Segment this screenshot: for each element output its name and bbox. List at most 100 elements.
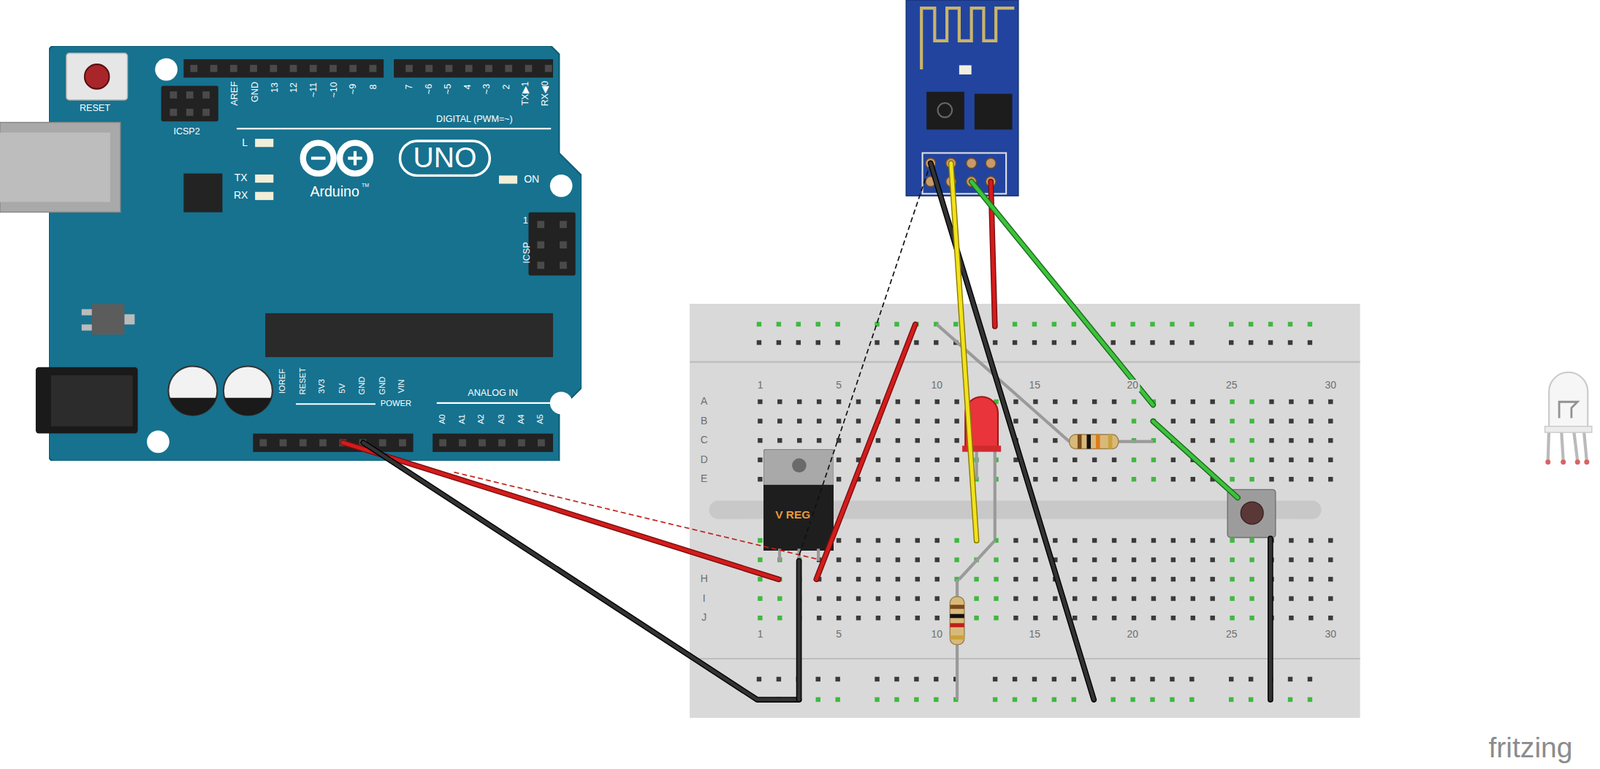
breadboard-hole	[875, 458, 881, 463]
rail-hole	[1032, 340, 1037, 345]
rail-hole	[992, 697, 998, 703]
breadboard-hole	[797, 419, 802, 424]
breadboard-hole	[1131, 419, 1137, 424]
breadboard-hole	[1013, 538, 1018, 543]
breadboard-hole	[836, 558, 841, 563]
resistor-band	[1095, 434, 1101, 450]
breadboard-hole	[954, 538, 960, 543]
rail-hole	[1012, 322, 1017, 327]
breadboard-hole	[935, 419, 940, 424]
breadboard-hole	[1171, 615, 1176, 621]
breadboard-hole	[757, 596, 763, 602]
mounting-hole	[550, 174, 573, 198]
breadboard-index: 30	[1323, 629, 1339, 641]
breadboard-hole	[1250, 538, 1255, 543]
breadboard-hole	[1033, 577, 1038, 582]
breadboard-hole	[1269, 438, 1274, 443]
breadboard-hole	[1072, 577, 1077, 582]
breadboard-hole	[757, 577, 763, 582]
esp-pin	[985, 157, 996, 169]
breadboard-hole	[1328, 438, 1333, 443]
breadboard-hole	[1033, 558, 1038, 563]
breadboard-hole	[836, 477, 841, 482]
logo-minus	[311, 156, 326, 160]
rail-hole	[816, 677, 821, 682]
breadboard-hole	[1151, 538, 1156, 543]
breadboard-hole	[1190, 419, 1196, 424]
rail-hole	[796, 340, 801, 345]
rail-hole	[1052, 340, 1057, 345]
rail-hole	[1288, 340, 1293, 345]
rail-hole	[992, 677, 998, 682]
breadboard-hole	[1210, 577, 1215, 582]
rail-hole	[874, 677, 879, 682]
wire-outline	[1152, 421, 1238, 499]
board-label: TX	[234, 173, 248, 184]
rail-hole	[1111, 322, 1116, 327]
rail-hole	[835, 322, 841, 327]
breadboard-hole	[1210, 596, 1215, 602]
breadboard-hole	[1111, 558, 1117, 563]
breadboard-hole	[1131, 615, 1137, 621]
breadboard-hole	[1052, 538, 1058, 543]
rail-hole	[933, 340, 939, 345]
flash-chip	[974, 93, 1013, 130]
breadboard-hole	[1230, 438, 1235, 443]
rail-hole	[776, 340, 782, 345]
board-label: ~9	[348, 83, 358, 94]
breadboard-hole	[895, 477, 901, 482]
main-chip	[265, 313, 554, 358]
breadboard-hole	[1308, 419, 1313, 424]
breadboard-index: H	[699, 573, 710, 586]
breadboard-hole	[856, 577, 861, 582]
breadboard-hole	[895, 438, 901, 443]
header-pin	[319, 439, 327, 447]
breadboard-hole	[935, 438, 940, 443]
board-label: DIGITAL (PWM=~)	[436, 114, 513, 125]
header-pin	[517, 439, 526, 447]
breadboard-hole	[1230, 596, 1235, 602]
led-rim	[1545, 426, 1592, 433]
breadboard-hole	[915, 399, 920, 405]
rail-hole	[1149, 340, 1155, 345]
part-label: V REG	[773, 509, 812, 522]
header-pin	[536, 220, 545, 228]
regulator-tab	[81, 324, 93, 331]
header-pin	[249, 65, 258, 73]
rail-hole	[1032, 697, 1037, 703]
uno-outline	[399, 141, 490, 176]
header-pin	[186, 108, 194, 117]
breadboard-hole	[875, 577, 881, 582]
breadboard-hole	[1111, 596, 1117, 602]
breadboard-hole	[1250, 615, 1255, 621]
breadboard-hole	[875, 477, 881, 482]
board-label: 12	[289, 82, 299, 93]
icsp-header	[528, 211, 575, 276]
breadboard-hole	[1210, 438, 1215, 443]
board-label: 3V3	[318, 379, 327, 394]
breadboard-hole	[1328, 558, 1333, 563]
ratsnest-line	[799, 162, 931, 556]
breadboard-hole	[836, 399, 841, 405]
board-label: ~6	[423, 83, 434, 94]
board-label: RESET	[79, 103, 111, 114]
board-label: ICSP	[521, 242, 532, 264]
push-button-cap	[1240, 501, 1264, 525]
led-leg	[1573, 428, 1579, 462]
header-pin	[369, 65, 377, 73]
red-wire	[342, 442, 779, 580]
breadboard-hole	[836, 615, 841, 621]
rgb-led	[1545, 372, 1592, 465]
breadboard-hole	[1288, 538, 1294, 543]
breadboard-hole	[1171, 577, 1176, 582]
breadboard-index: 15	[1027, 629, 1042, 641]
rail-hole	[1248, 322, 1253, 327]
breadboard-hole	[1328, 477, 1333, 482]
board-label: 8	[368, 84, 379, 90]
board-label: 5V	[338, 383, 348, 394]
breadboard-hole	[1250, 458, 1255, 463]
rail-hole	[1149, 322, 1155, 327]
board-label: ~10	[328, 81, 339, 98]
resistor-band	[1077, 434, 1083, 450]
breadboard-hole	[974, 596, 979, 602]
